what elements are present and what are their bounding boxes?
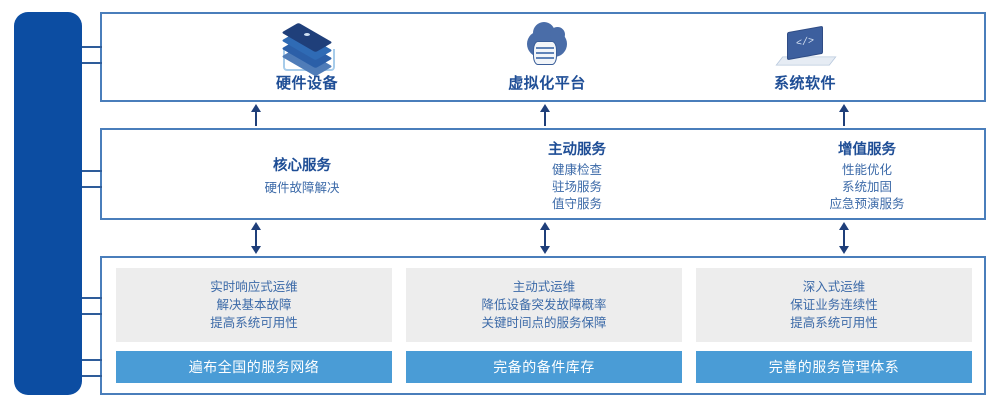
content-item: 健康检查: [551, 162, 602, 177]
server-stack-icon: [275, 22, 339, 77]
advantage-bar-spare-parts[interactable]: 完备的备件库存: [406, 351, 682, 383]
content-column-value-added-service[interactable]: 增值服务 性能优化 系统加固 应急预演服务: [752, 130, 982, 222]
content-title-core-service: 核心服务: [273, 157, 331, 174]
advantage-bar-service-network[interactable]: 遍布全国的服务网络: [116, 351, 392, 383]
position-line: 深入式运维: [802, 280, 866, 294]
position-line: 提高系统可用性: [210, 316, 298, 330]
position-line: 降低设备突发故障概率: [481, 298, 607, 312]
tech-column-system-software[interactable]: </> 系统软件: [690, 14, 920, 104]
position-line: 实时响应式运维: [210, 280, 298, 294]
tech-column-hardware[interactable]: 硬件设备: [192, 14, 422, 104]
arrow-up-virtualization: [539, 104, 551, 126]
server-indicator-dot: [304, 33, 310, 36]
content-item: 系统加固: [841, 179, 892, 194]
arrow-head-down: [839, 246, 849, 254]
arrow-head-up: [251, 104, 261, 112]
tech-label-system-software: 系统软件: [773, 75, 836, 92]
position-line: 提高系统可用性: [790, 316, 878, 330]
database-shape: [533, 41, 557, 65]
cloud-database-icon: [515, 22, 579, 73]
laptop-screen-shape: </>: [787, 25, 823, 61]
laptop-code-icon: </>: [773, 25, 837, 73]
content-column-proactive-service[interactable]: 主动服务 健康检查 驻场服务 值守服务: [462, 130, 692, 222]
tech-label-hardware: 硬件设备: [275, 75, 338, 92]
position-box-indepth[interactable]: 深入式运维 保证业务连续性 提高系统可用性: [696, 268, 972, 342]
tech-column-virtualization[interactable]: 虚拟化平台: [432, 14, 662, 104]
arrow-bidirectional-middle: [539, 222, 551, 254]
arrow-shaft: [843, 228, 845, 248]
db-line: [536, 57, 554, 59]
tech-label-virtualization: 虚拟化平台: [508, 75, 586, 92]
tech-direction-panel: 硬件设备 虚拟化平台 </> 系统软件: [100, 12, 986, 102]
connector-line-tech-a: [78, 46, 102, 48]
arrow-head-up: [540, 104, 550, 112]
arrow-head-down: [251, 246, 261, 254]
connector-line-advantage-a: [78, 359, 102, 361]
position-box-realtime[interactable]: 实时响应式运维 解决基本故障 提高系统可用性: [116, 268, 392, 342]
arrow-head-up: [839, 104, 849, 112]
content-title-proactive-service: 主动服务: [548, 141, 606, 158]
sidebar: [14, 12, 82, 395]
content-item: 应急预演服务: [829, 196, 905, 211]
db-line: [536, 47, 554, 49]
arrow-shaft: [544, 110, 546, 126]
arrow-shaft: [255, 228, 257, 248]
arrow-head-up: [251, 222, 261, 230]
position-line: 关键时间点的服务保障: [481, 316, 607, 330]
content-item: 性能优化: [841, 162, 892, 177]
connector-line-position-b: [78, 313, 102, 315]
arrow-up-hardware: [250, 104, 262, 126]
connector-line-content-a: [78, 170, 102, 172]
position-box-proactive[interactable]: 主动式运维 降低设备突发故障概率 关键时间点的服务保障: [406, 268, 682, 342]
advantage-bar-management-system[interactable]: 完善的服务管理体系: [696, 351, 972, 383]
connector-line-tech-b: [78, 62, 102, 64]
arrow-shaft: [843, 110, 845, 126]
product-content-panel: 核心服务 硬件故障解决 主动服务 健康检查 驻场服务 值守服务 增值服务 性能优…: [100, 128, 986, 220]
content-item: 驻场服务: [551, 179, 602, 194]
arrow-bidirectional-right: [838, 222, 850, 254]
content-item: 硬件故障解决: [264, 180, 340, 195]
content-column-core-service[interactable]: 核心服务 硬件故障解决: [172, 130, 432, 222]
laptop-base-shape: [775, 56, 837, 66]
position-line: 主动式运维: [512, 280, 576, 294]
arrow-head-up: [839, 222, 849, 230]
arrow-shaft: [255, 110, 257, 126]
arrow-up-system-software: [838, 104, 850, 126]
arrow-shaft: [544, 228, 546, 248]
connector-line-advantage-b: [78, 375, 102, 377]
arrow-bidirectional-left: [250, 222, 262, 254]
connector-line-position-a: [78, 297, 102, 299]
db-line: [536, 52, 554, 54]
positioning-advantage-panel: 实时响应式运维 解决基本故障 提高系统可用性 主动式运维 降低设备突发故障概率 …: [100, 256, 986, 395]
connector-line-content-b: [78, 186, 102, 188]
content-item: 值守服务: [551, 196, 602, 211]
arrow-head-down: [540, 246, 550, 254]
arrow-head-up: [540, 222, 550, 230]
code-glyph-icon: </>: [795, 35, 815, 51]
position-line: 保证业务连续性: [790, 298, 878, 312]
position-line: 解决基本故障: [216, 298, 292, 312]
content-title-value-added-service: 增值服务: [838, 141, 896, 158]
